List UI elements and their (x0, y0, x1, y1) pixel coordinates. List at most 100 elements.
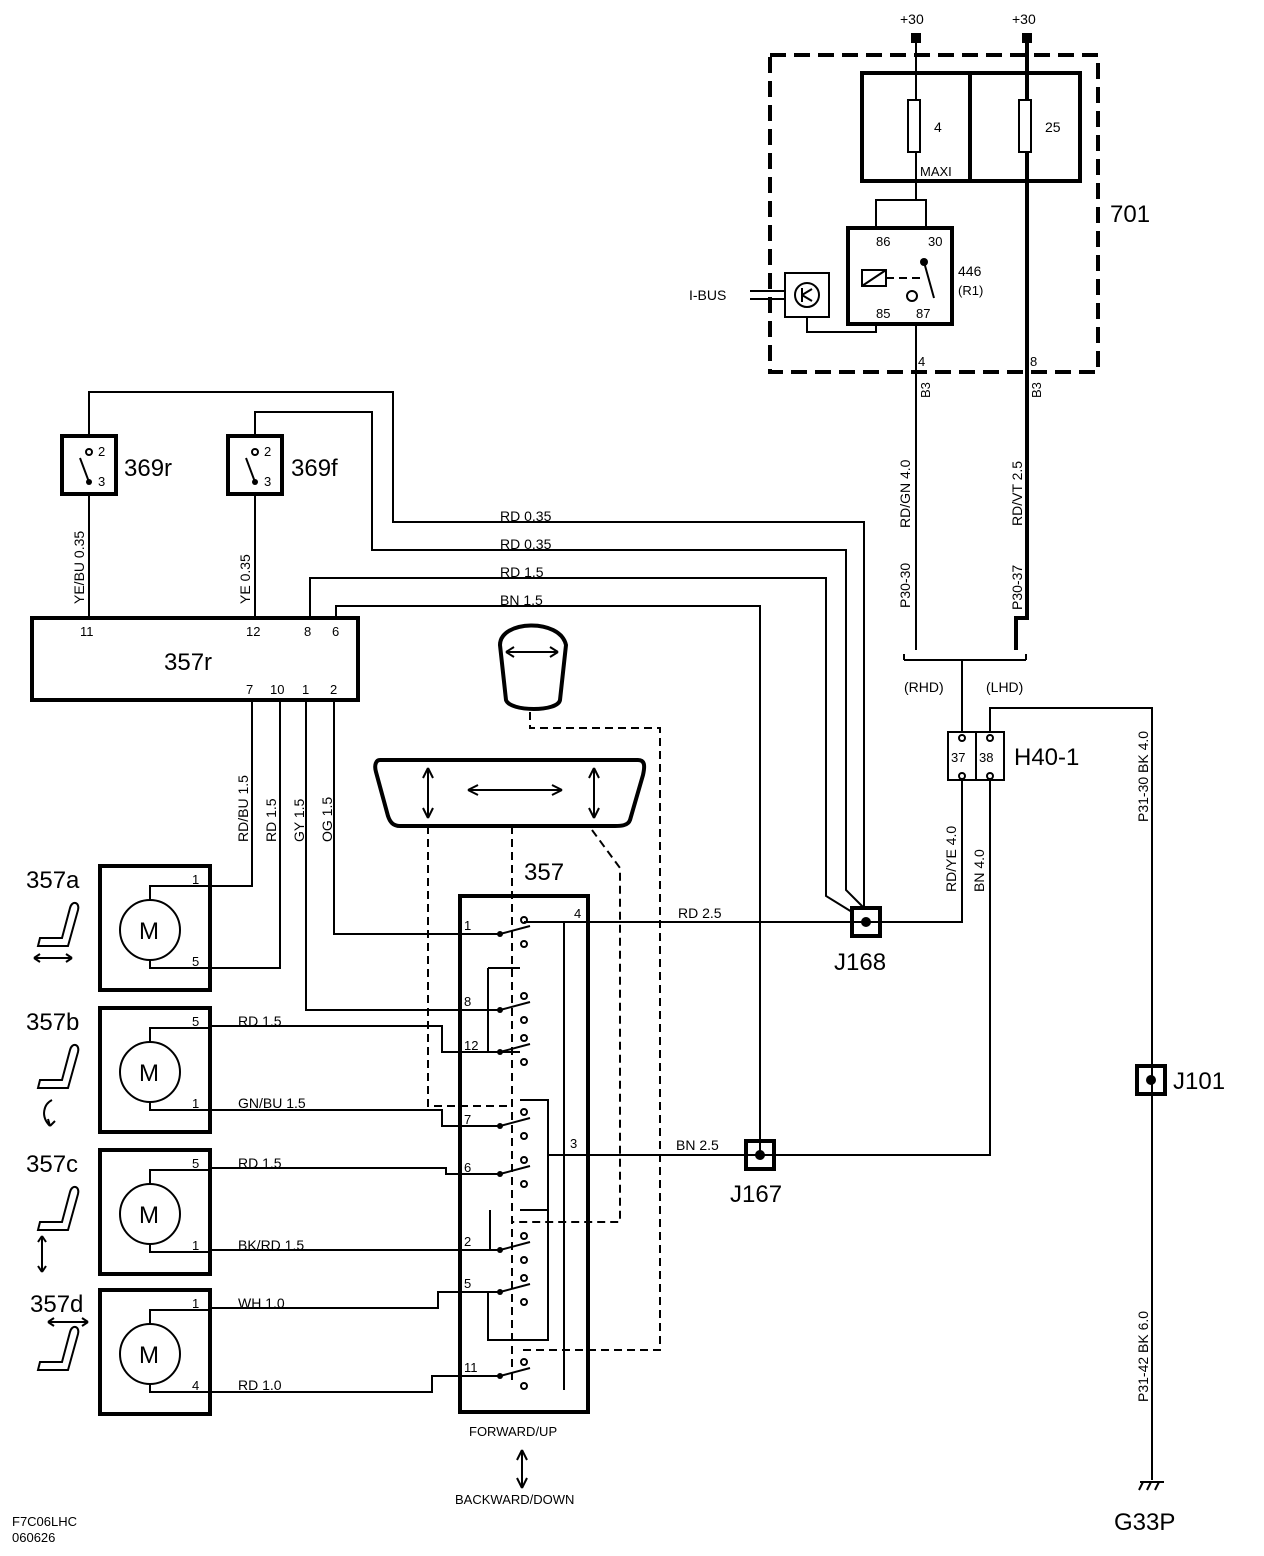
wire-motor-b-5 (210, 1025, 462, 1053)
backrest-button-icon (497, 623, 569, 711)
switch-357-forward: FORWARD/UP (469, 1424, 557, 1439)
wire-fuse4-relay-30 (916, 199, 927, 228)
terminal-square-icon (1022, 33, 1032, 43)
module-357r-pin12: 12 (246, 624, 260, 639)
switch-357-pin7: 7 (464, 1112, 471, 1127)
switch-contact-open (520, 1132, 528, 1140)
switch-369f-pin3: 3 (264, 474, 271, 489)
wire-motor-d-4 (210, 1375, 462, 1393)
motor-pin-b: 1 (192, 1238, 199, 1253)
terminal-square-icon (911, 33, 921, 43)
switch-contact-arm (499, 1283, 531, 1293)
relay-housing (846, 226, 954, 326)
motor-leads (149, 1169, 210, 1253)
switch-369f-label: 369f (291, 455, 338, 482)
transistor-icon (794, 282, 820, 308)
motor-glyph: M (139, 1342, 159, 1369)
wire-gy (305, 700, 498, 1011)
motor-leads (149, 885, 210, 969)
harness-rd15: RD 1.5 (500, 564, 544, 580)
harness-rd035-a: RD 0.35 (500, 508, 552, 524)
switch-369r: 2 3 369r (60, 434, 172, 496)
junction-j167: J167 (730, 1181, 782, 1208)
wire-p30-37 (1014, 372, 1029, 650)
switch-contact-open (520, 1358, 528, 1366)
wire-og (333, 700, 498, 935)
wire-rd035-b (254, 411, 865, 909)
harness-bn15: BN 1.5 (500, 592, 543, 608)
cushion-slide-arrow-icon (467, 784, 563, 796)
relay-pin-85: 85 (876, 306, 890, 321)
fuse-4-element (907, 99, 921, 153)
motor-pin-a: 5 (192, 1014, 199, 1029)
fuse-25-label: 25 (1045, 119, 1061, 135)
motor-housing (98, 1288, 212, 1416)
motor-wire-b: RD 1.0 (238, 1377, 282, 1393)
junction-dot-icon (861, 917, 871, 927)
h40-id: H40-1 (1014, 744, 1079, 771)
seat-icon (36, 1044, 80, 1089)
wire-bn40 (760, 780, 991, 1156)
wire-bn15 (335, 605, 761, 1155)
motor-housing (98, 864, 212, 992)
motor-glyph: M (139, 1202, 159, 1229)
module-357r-box (30, 616, 360, 702)
wire-rd15-motor-a (210, 700, 281, 969)
fusebox-outline (768, 53, 1100, 374)
switch-357-pin-leads (462, 933, 500, 1377)
wire-rdye-label: RD/YE 4.0 (943, 826, 959, 892)
module-357r-pin10: 10 (270, 682, 284, 697)
relay-pin-30: 30 (928, 234, 942, 249)
seat-icon (36, 902, 80, 947)
switch-369r-pin3: 3 (98, 474, 105, 489)
switch-contact-open (520, 940, 528, 948)
module-357r-pin6: 6 (332, 624, 339, 639)
switch-357-pin5: 5 (464, 1276, 471, 1291)
transistor-lines (801, 288, 813, 302)
harness-rdbu: RD/BU 1.5 (235, 775, 251, 842)
b3-name-left: B3 (918, 382, 933, 398)
motion-arrow-icon (43, 1099, 56, 1127)
h40-contact (986, 772, 994, 780)
switch-369r-box (60, 434, 118, 496)
switch-357-contacts (497, 916, 531, 1390)
switch-contact-open (520, 1232, 528, 1240)
wire-motor-d-1 (210, 1291, 462, 1309)
switch-contact (251, 448, 259, 456)
ibus-label: I-BUS (689, 287, 726, 303)
switch-contact-open (520, 1382, 528, 1390)
switch-357-pin6: 6 (464, 1160, 471, 1175)
wire-p3037-label: P30-37 (1009, 565, 1025, 610)
motor-id: 357b (26, 1009, 79, 1036)
seat-icon (36, 1326, 80, 1371)
motor-leads (149, 1027, 210, 1111)
footer-date: 060626 (12, 1530, 55, 1545)
wire-rdbu (210, 700, 253, 887)
switch-contact-open (520, 1256, 528, 1264)
ibus-module (784, 272, 830, 318)
switch-contact-open (520, 1156, 528, 1164)
motor-id: 357c (26, 1151, 78, 1178)
motor-pin-a: 1 (192, 1296, 199, 1311)
wire-ibus-85 (806, 317, 877, 333)
switch-contact-open (520, 1016, 528, 1024)
switch-contact-arm (499, 1001, 531, 1011)
wire-bn40-label: BN 4.0 (971, 849, 987, 892)
switch-357-links2 (520, 1099, 549, 1211)
ibus-bus-lines (750, 290, 785, 300)
switch-357-pin2: 2 (464, 1234, 471, 1249)
switch-contact-open (520, 1180, 528, 1188)
relay-id: 446 (958, 263, 982, 279)
relay-446: 86 30 85 87 446 (R1) I-BUS (689, 226, 983, 372)
wire-motor-b-1 (210, 1109, 462, 1127)
ground-icon (1138, 1481, 1164, 1491)
wire-ground-bk (989, 707, 1153, 1480)
fuse-4-label: 4 (934, 119, 942, 135)
motor-pin-b: 1 (192, 1096, 199, 1111)
cushion-front-arrow-icon (422, 767, 434, 819)
wire-rd15-top (309, 577, 853, 913)
